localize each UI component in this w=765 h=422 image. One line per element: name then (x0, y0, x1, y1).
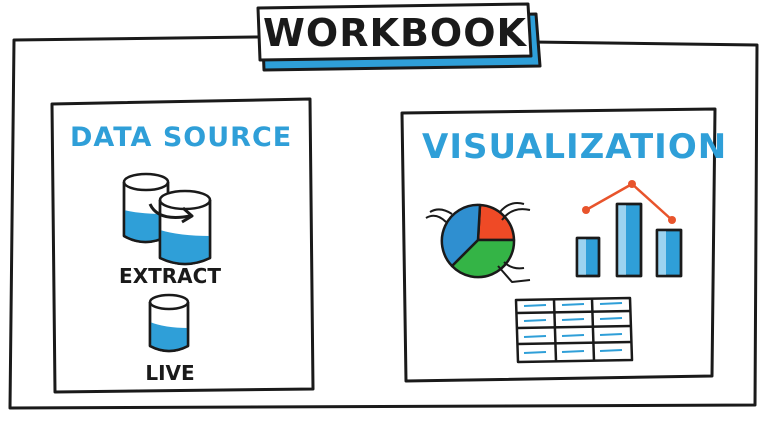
bar-line-chart-icon (575, 180, 683, 278)
table-grid-icon (514, 296, 634, 364)
title-text: WORKBOOK (263, 11, 527, 55)
database-icon (148, 293, 190, 353)
title-tab: WORKBOOK (256, 2, 542, 72)
pie-chart-icon (425, 202, 531, 283)
live-label: LIVE (145, 361, 194, 385)
data-source-heading: DATA SOURCE (70, 122, 292, 153)
visualization-panel: VISUALIZATION (400, 107, 727, 383)
workbook-frame (8, 35, 759, 410)
data-source-panel: DATA SOURCE EXTRACT LIVE (50, 97, 315, 394)
visualization-heading: VISUALIZATION (422, 127, 727, 167)
extract-label: EXTRACT (119, 264, 221, 288)
database-extract-icon (122, 172, 212, 266)
